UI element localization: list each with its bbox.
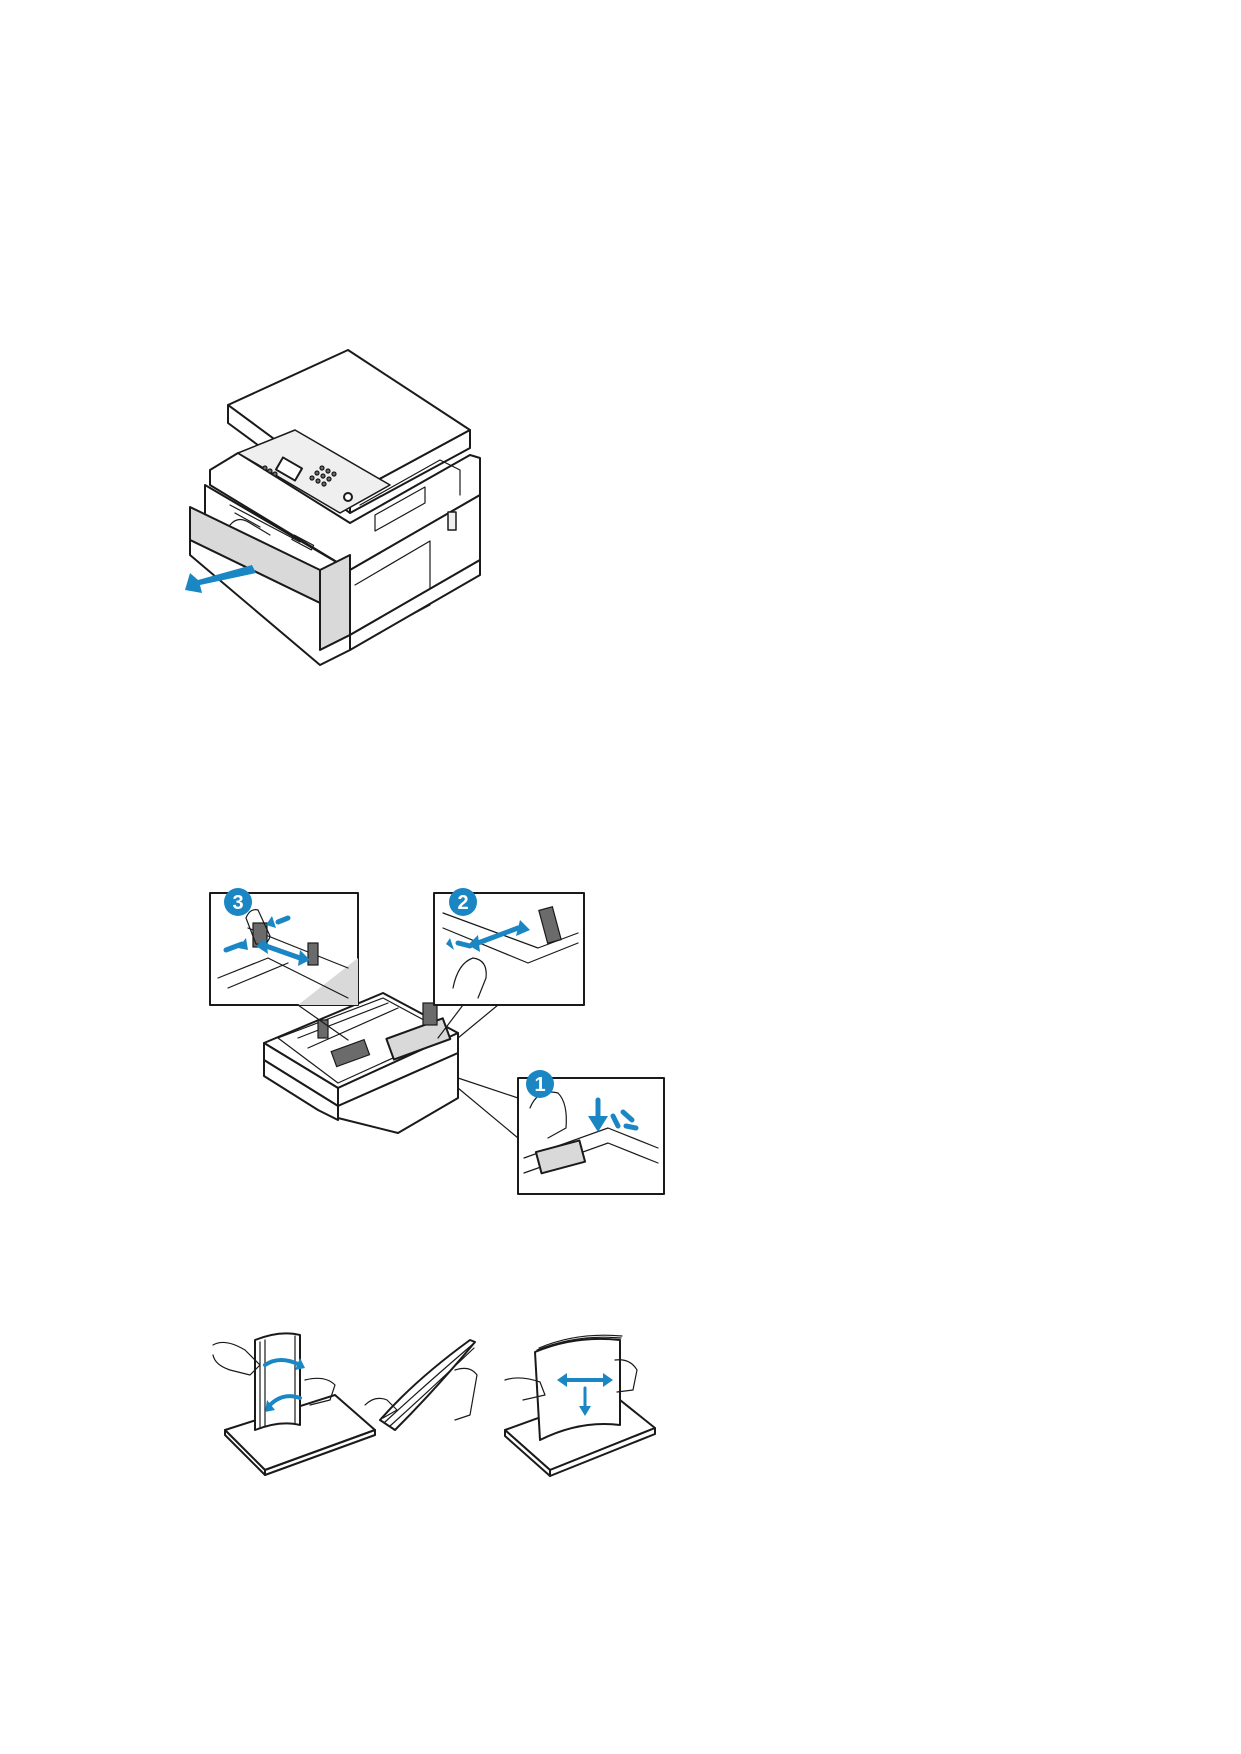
printer-tray-pull-illustration: [185, 345, 500, 675]
callout-step-1: 1: [457, 1070, 665, 1195]
flex-paper-stack-icon: [212, 1332, 376, 1476]
step-3-label: 3: [232, 892, 243, 914]
paper-prep-illustration: [205, 1320, 745, 1480]
fan-paper-stack-icon: [364, 1339, 478, 1431]
callout-step-3: 3: [209, 888, 359, 1041]
callout-step-2: 2: [433, 888, 585, 1039]
paper-tray-guides-illustration: 3 2: [208, 888, 668, 1203]
straighten-paper-edges-icon: [504, 1334, 656, 1477]
step-2-label: 2: [457, 892, 468, 914]
step-1-label: 1: [534, 1074, 545, 1096]
